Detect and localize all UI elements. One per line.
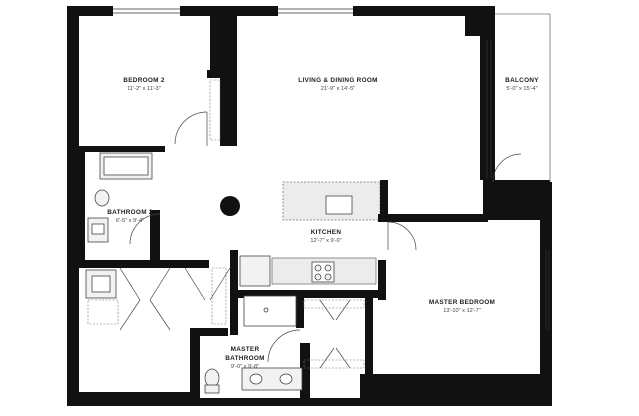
- room-name: BATHROOM 2: [107, 209, 153, 216]
- windows: [113, 8, 550, 330]
- room-label-bathroom-2: BATHROOM 2 6'-5" x 9'-4": [107, 208, 152, 226]
- closet-details: [87, 79, 365, 369]
- room-name-line-2: BATHROOM: [225, 355, 265, 362]
- room-name: KITCHEN: [310, 229, 342, 236]
- fixtures: [85, 152, 353, 394]
- room-label-living-dining: LIVING & DINING ROOM 21'-9" x 14'-5": [298, 76, 378, 94]
- doors: [119, 111, 522, 369]
- room-label-bedroom-2: BEDROOM 2 11'-2" x 11'-3": [123, 76, 164, 94]
- column: [220, 196, 240, 216]
- room-dims: 13'-10" x 12'-7": [443, 308, 481, 314]
- room-dims: 12'-7" x 9'-0": [310, 238, 342, 244]
- room-label-kitchen: KITCHEN 12'-7" x 9'-0": [310, 228, 341, 246]
- room-name: BALCONY: [505, 77, 539, 84]
- room-label-balcony: BALCONY 5'-0" x 15'-4": [505, 76, 539, 94]
- room-name: LIVING & DINING ROOM: [298, 77, 378, 84]
- room-label-master-bedroom: MASTER BEDROOM 13'-10" x 12'-7": [429, 298, 495, 316]
- room-dims: 6'-5" x 9'-4": [115, 218, 145, 224]
- room-name: MASTER BEDROOM: [428, 299, 496, 306]
- room-dims: 9'-0" x 9'-8": [230, 364, 260, 370]
- room-name: MASTER: [230, 346, 260, 353]
- room-dims: 21'-9" x 14'-5": [320, 86, 356, 92]
- room-dims: 5'-0" x 15'-4": [506, 86, 538, 92]
- balcony-outline: [495, 13, 551, 182]
- room-name: BEDROOM 2: [123, 77, 165, 84]
- room-label-master-bathroom: MASTER BATHROOM 9'-0" x 9'-8": [225, 345, 265, 372]
- room-dims: 11'-2" x 11'-3": [127, 86, 161, 92]
